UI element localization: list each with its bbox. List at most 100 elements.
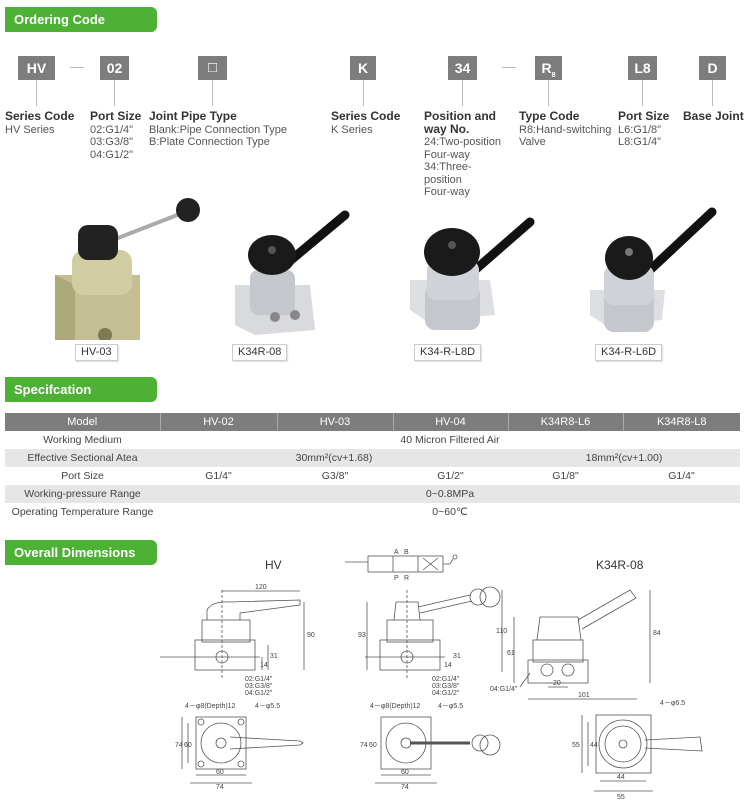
row-label: Port Size: [61, 470, 104, 482]
row-label: Effective Sectional Atea: [5, 449, 160, 467]
drawing-hv-front: [160, 590, 305, 680]
dim-label: 60: [369, 742, 377, 749]
cell: G1/8": [552, 470, 579, 482]
symbol-port: R: [404, 575, 409, 582]
cell: 18mm²(cv+1.00): [508, 449, 740, 467]
code-box-type: R8: [535, 56, 562, 80]
dimension-drawings: 120 90 31 14 02:G1/4" 03:G3/8" 04:G1/2" …: [160, 549, 703, 801]
dim-label: 61: [507, 650, 515, 657]
connector: [548, 80, 549, 106]
code-box-port: 02: [100, 56, 129, 80]
dim-label: 03:G3/8": [245, 683, 273, 690]
dim-label: 84: [653, 630, 661, 637]
dash: [502, 67, 516, 68]
symbol-port: P: [394, 575, 399, 582]
connector: [462, 80, 463, 106]
dim-label: 74: [401, 784, 409, 791]
dim-label: 31: [453, 653, 461, 660]
row-label: Working-pressure Range: [5, 485, 160, 503]
drawing-title-hv: HV: [265, 558, 282, 572]
dim-label: 90: [307, 632, 315, 639]
product-label: K34-R-L6D: [595, 344, 663, 361]
connector: [36, 80, 37, 106]
dim-label: 74: [175, 742, 183, 749]
dim-label: 20: [553, 680, 561, 687]
dim-label: 04:G1/4": [490, 686, 518, 693]
product-label: K34-R-L8D: [414, 344, 482, 361]
dim-label: 60: [184, 742, 192, 749]
dim-label: 44: [590, 742, 598, 749]
drawing-title-k34r08: K34R-08: [596, 558, 644, 572]
dim-label: 101: [578, 692, 590, 699]
dim-label: 4－φ5.5: [255, 703, 280, 710]
drawing-k34r08-front: [479, 586, 651, 700]
dash: [70, 67, 84, 68]
dim-label: 02:G1/4": [245, 676, 273, 683]
code-box-port-k: L8: [628, 56, 657, 80]
product-photos: [55, 198, 717, 340]
row-label: Operating Temperature Range: [11, 506, 154, 518]
dim-label: 60: [216, 769, 224, 776]
code-box-position: 34: [448, 56, 477, 80]
dim-label: 04:G1/2": [432, 690, 460, 697]
header-cell: HV-03: [277, 413, 394, 431]
spec-table: Model HV-02 HV-03 HV-04 K34R8-L6 K34R8-L…: [5, 413, 740, 521]
dim-label: 02:G1/4": [432, 676, 460, 683]
dim-label: 4－φ8(Depth)12: [185, 703, 236, 710]
ordering-code-header: Ordering Code: [5, 7, 157, 32]
row-label: Working Medium: [43, 434, 122, 446]
cell: G1/2": [437, 470, 464, 482]
dim-label: 55: [572, 742, 580, 749]
dim-label: 74: [216, 784, 224, 791]
dim-label: 03:G3/8": [432, 683, 460, 690]
header-cell: HV-02: [160, 413, 278, 431]
table-row: Working Medium 40 Micron Filtered Air: [5, 431, 740, 449]
cell: 30mm²(cv+1.68): [160, 449, 508, 467]
dim-label: 110: [496, 628, 507, 635]
dim-label: 14: [260, 662, 268, 669]
dim-label: 4－φ8(Depth)12: [370, 703, 421, 710]
dim-label: 93: [358, 632, 366, 639]
header-cell: K34R8-L8: [623, 413, 740, 431]
drawing-hv2-bottom: [375, 716, 489, 784]
product-image-k34rl8d: [410, 217, 535, 330]
code-box-series: HV: [18, 56, 55, 80]
label-base-joint: Base Joint: [683, 109, 744, 123]
cell: 0~0.8MPa: [160, 485, 740, 503]
product-image-k34rl6d: [590, 207, 717, 332]
cell: G1/4": [205, 470, 232, 482]
dim-label: 44: [617, 774, 625, 781]
drawing-hv2-front: [365, 588, 487, 680]
code-box-base: D: [699, 56, 726, 80]
code-box-joint: □: [198, 56, 227, 80]
product-image-k34r08: [235, 210, 350, 335]
connector: [212, 80, 213, 106]
connector: [642, 80, 643, 106]
connector: [712, 80, 713, 106]
connector: [114, 80, 115, 106]
symbol-port: A: [394, 549, 399, 556]
dim-label: 60: [401, 769, 409, 776]
dim-label: 4－φ6.5: [660, 700, 685, 707]
header-cell: HV-04: [393, 413, 509, 431]
dim-label: 4－φ5.5: [438, 703, 463, 710]
drawing-valve-symbol: [345, 554, 458, 573]
dim-label: 31: [270, 653, 278, 660]
connector: [363, 80, 364, 106]
cell: 40 Micron Filtered Air: [400, 434, 500, 446]
table-header-row: Model HV-02 HV-03 HV-04 K34R8-L6 K34R8-L…: [5, 413, 740, 431]
drawing-k34r08-bottom: [479, 714, 703, 792]
cell: G3/8": [321, 470, 349, 482]
symbol-port: B: [404, 549, 409, 556]
dim-label: 55: [617, 794, 625, 801]
